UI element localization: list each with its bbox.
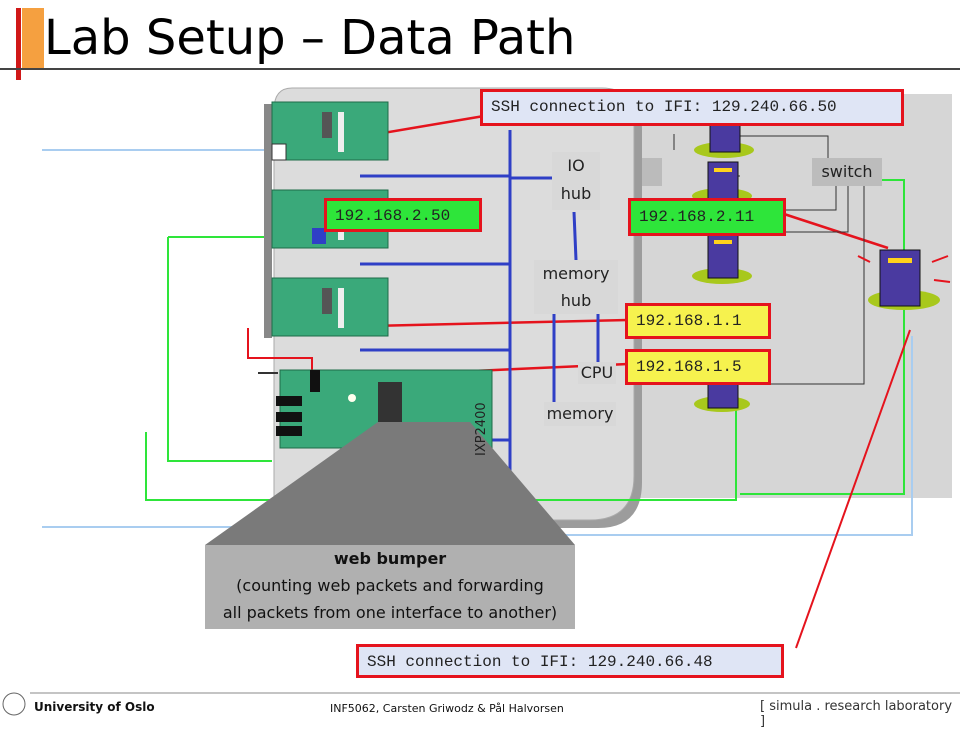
memory-hub-label: memory hub (534, 260, 618, 314)
footer-lab: [ simula . research laboratory ] (760, 699, 953, 729)
ip-1-1-box: 192.168.1.1 (625, 303, 771, 339)
server-ip-2-11: 192.168.2.11 (628, 198, 786, 236)
callout-pointer (205, 422, 575, 545)
callout-line1: (counting web packets and forwarding (236, 576, 544, 595)
university-seal (2, 692, 26, 716)
ssh-connection-bottom: SSH connection to IFI: 129.240.66.48 (356, 644, 784, 678)
io-hub-line2: hub (560, 184, 592, 203)
ip-1-5-box: 192.168.1.5 (625, 349, 771, 385)
switch-wire-6 (736, 186, 865, 385)
io-hub-label: IO hub (552, 152, 600, 210)
memory-label: memory (544, 402, 616, 426)
red-link-ssh-bottom (795, 329, 911, 649)
io-hub-line1: IO (567, 156, 585, 175)
page-title: Lab Setup – Data Path (44, 10, 576, 66)
title-accent-orange (22, 8, 44, 68)
nic-card-3 (264, 277, 389, 338)
nic-card-1 (264, 101, 389, 194)
ssh-connection-top: SSH connection to IFI: 129.240.66.50 (480, 89, 904, 126)
red-link-ixp (247, 328, 313, 370)
ixp2400-label: IXP2400 (474, 402, 489, 456)
title-accent-red (16, 8, 21, 80)
footer-authors: INF5062, Carsten Griwodz & Pål Halvorsen (330, 702, 564, 715)
server-icon-3 (692, 233, 752, 284)
nic2-ip-box: 192.168.2.50 (324, 198, 482, 232)
green-link-left (167, 237, 272, 462)
callout-title: web bumper (333, 549, 447, 568)
server-icon-4 (694, 381, 750, 412)
server-rack-bar (640, 158, 662, 186)
memory-hub-line1: memory (542, 264, 610, 283)
green-link-switch-right (740, 179, 905, 495)
bus-io-to-memhub (572, 211, 578, 261)
server-icon-right (857, 249, 951, 310)
red-link-server-2-11 (783, 212, 889, 250)
callout-line2: all packets from one interface to anothe… (222, 603, 558, 622)
switch-label: switch (812, 158, 882, 186)
title-underline (0, 68, 960, 70)
memory-hub-line2: hub (560, 291, 592, 310)
web-bumper-callout: web bumper (counting web packets and for… (205, 545, 575, 629)
footer-university: University of Oslo (34, 700, 155, 714)
cpu-label: CPU (578, 362, 616, 384)
